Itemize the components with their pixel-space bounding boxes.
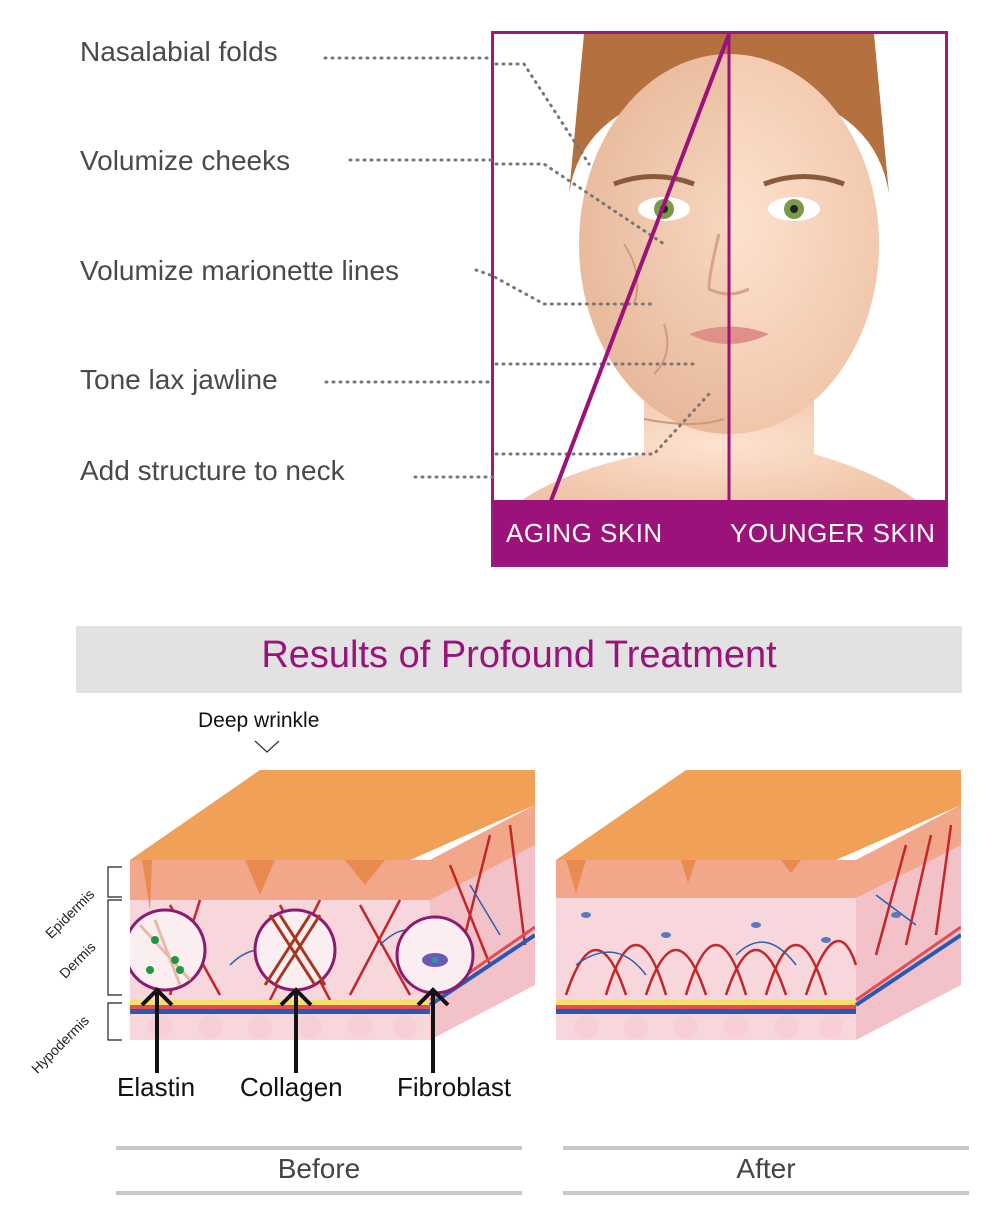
component-arrows <box>140 987 450 1073</box>
elastin-label: Elastin <box>117 1072 196 1102</box>
younger-skin-label: YOUNGER SKIN <box>730 518 936 548</box>
callout-add-structure-to-neck: Add structure to neck <box>80 455 345 486</box>
before-bottom-rule <box>116 1191 522 1195</box>
section-title-bar: Results of Profound Treatment <box>76 626 962 693</box>
fibroblast-magnifier <box>395 915 475 995</box>
arrow-up-icon <box>140 987 450 1073</box>
chevron-down-icon <box>254 740 280 753</box>
before-top-rule <box>116 1146 522 1150</box>
callout-tone-lax-jawline: Tone lax jawline <box>80 364 278 395</box>
callout-leader-lines <box>323 56 495 479</box>
layer-brackets <box>107 866 122 1041</box>
skin-label-band: AGING SKIN YOUNGER SKIN <box>494 500 945 564</box>
collagen-label: Collagen <box>240 1072 343 1102</box>
face-illustration <box>494 34 924 506</box>
hypodermis-label: Hypodermis <box>28 1012 93 1077</box>
section-title: Results of Profound Treatment <box>261 634 777 676</box>
epidermis-label: Epidermis <box>42 885 98 942</box>
after-top-rule <box>563 1146 969 1150</box>
face-comparison-panel: AGING SKIN YOUNGER SKIN <box>491 31 948 567</box>
skin-cross-section-before <box>130 770 535 1040</box>
callout-volumize-cheeks: Volumize cheeks <box>80 145 291 176</box>
callout-volumize-marionette-lines: Volumize marionette lines <box>80 255 400 286</box>
fibroblast-label: Fibroblast <box>397 1072 512 1102</box>
before-caption: Before <box>277 1153 361 1184</box>
callout-nasalabial-folds: Nasalabial folds <box>80 36 278 67</box>
skin-cross-section-after <box>556 770 961 1040</box>
collagen-magnifier <box>253 908 337 992</box>
elastin-magnifier <box>130 908 207 992</box>
dermis-label: Dermis <box>56 938 99 982</box>
aging-skin-label: AGING SKIN <box>506 518 663 548</box>
deep-wrinkle-label: Deep wrinkle <box>198 709 320 732</box>
after-caption: After <box>736 1153 796 1184</box>
after-bottom-rule <box>563 1191 969 1195</box>
